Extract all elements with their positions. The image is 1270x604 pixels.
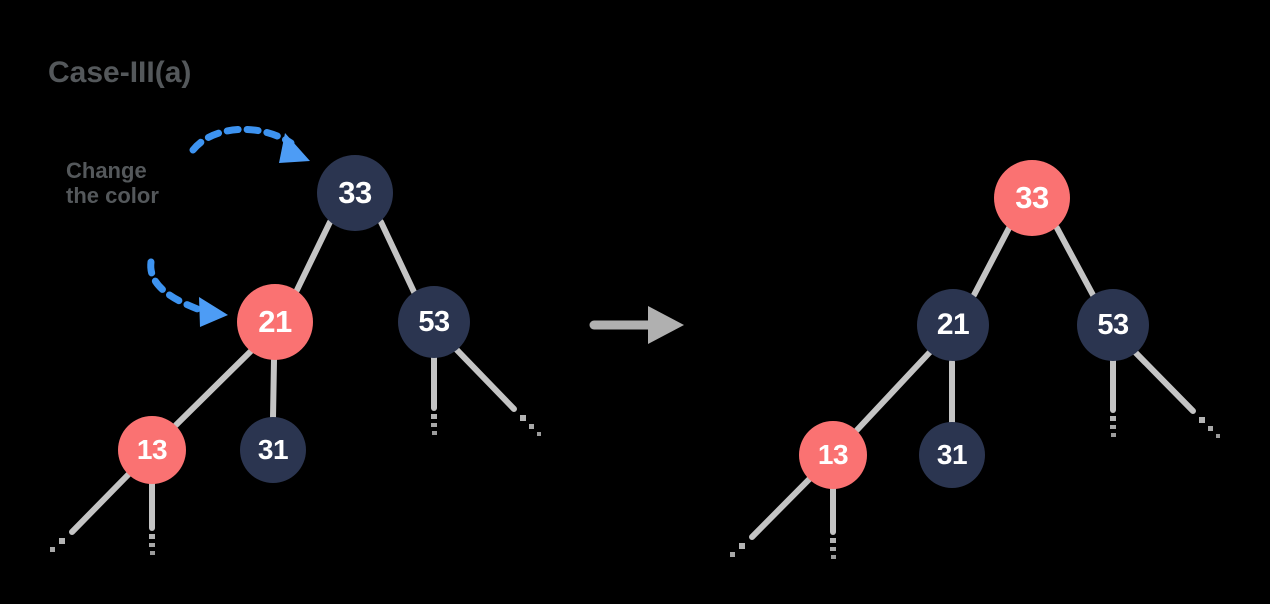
left-node-13-label: 13 bbox=[136, 434, 168, 465]
after-tree-edges bbox=[854, 225, 1096, 433]
left-node-21[interactable]: 21 bbox=[237, 284, 313, 360]
stub-r53-down-dot1 bbox=[1110, 416, 1116, 421]
right-node-13-label: 13 bbox=[817, 439, 849, 470]
edge-33-21 bbox=[294, 219, 333, 293]
stub-53-right-dot1 bbox=[520, 415, 526, 421]
change-the-color-note: Change the color bbox=[66, 158, 159, 209]
stub-53-down-dot3 bbox=[432, 431, 437, 435]
stub-r53-right-dot2 bbox=[1208, 426, 1213, 431]
stub-r13-left-dot1 bbox=[739, 543, 745, 549]
stub-r53-down-dot2 bbox=[1110, 425, 1116, 429]
arrow-to-root bbox=[189, 125, 310, 163]
arrow-to-node-21-curve bbox=[147, 258, 207, 315]
edge-21-13 bbox=[173, 347, 255, 428]
left-node-21-label: 21 bbox=[258, 304, 292, 339]
stub-r53-down-dot3 bbox=[1111, 433, 1116, 437]
edge-r33-r53 bbox=[1054, 225, 1096, 298]
stub-r53-right-dot3 bbox=[1216, 434, 1220, 438]
left-node-53[interactable]: 53 bbox=[398, 286, 470, 358]
transform-arrow bbox=[589, 306, 684, 344]
right-node-53-label: 53 bbox=[1097, 308, 1129, 341]
arrow-to-node-21 bbox=[147, 258, 228, 327]
left-node-33[interactable]: 33 bbox=[317, 155, 393, 231]
stub-r53-right-dot1 bbox=[1199, 417, 1205, 423]
right-node-31[interactable]: 31 bbox=[919, 422, 985, 488]
stub-r13-down-dot1 bbox=[830, 538, 836, 543]
stub-13-left-dot1 bbox=[59, 538, 65, 544]
edge-33-53 bbox=[378, 219, 417, 295]
left-node-31[interactable]: 31 bbox=[240, 417, 306, 483]
right-node-21[interactable]: 21 bbox=[917, 289, 989, 361]
arrow-to-node-21-head bbox=[199, 297, 228, 327]
stub-53-down-dot2 bbox=[431, 423, 437, 427]
right-node-13[interactable]: 13 bbox=[799, 421, 867, 489]
stub-53-right-solid bbox=[452, 345, 517, 412]
edge-21-31 bbox=[270, 357, 277, 421]
stub-r13-down-dot3 bbox=[831, 555, 836, 559]
stub-13-down-dot3 bbox=[150, 551, 155, 555]
left-node-33-label: 33 bbox=[338, 175, 372, 210]
stub-53-right-dot3 bbox=[537, 432, 541, 436]
arrow-to-root-curve bbox=[189, 125, 295, 154]
stub-13-down-dot1 bbox=[149, 534, 155, 539]
stub-r53-right-solid bbox=[1131, 348, 1196, 414]
left-node-31-label: 31 bbox=[257, 434, 289, 465]
stub-r13-down-dot2 bbox=[830, 547, 836, 551]
stub-53-down-dot1 bbox=[431, 414, 437, 419]
stub-13-left-dot2 bbox=[50, 547, 55, 552]
edge-r21-r13 bbox=[854, 349, 933, 433]
stub-r13-left-dot2 bbox=[730, 552, 735, 557]
before-tree-edges bbox=[173, 219, 417, 428]
left-node-53-label: 53 bbox=[418, 305, 450, 338]
stub-13-down-dot2 bbox=[149, 543, 155, 547]
page-title: Case-III(a) bbox=[48, 56, 192, 89]
arrow-to-root-head bbox=[279, 133, 310, 163]
left-node-13[interactable]: 13 bbox=[118, 416, 186, 484]
right-node-53[interactable]: 53 bbox=[1077, 289, 1149, 361]
right-node-31-label: 31 bbox=[936, 439, 968, 470]
stub-53-right-dot2 bbox=[529, 424, 534, 429]
transform-arrow-head bbox=[648, 306, 684, 344]
right-node-21-label: 21 bbox=[936, 308, 970, 341]
right-node-33[interactable]: 33 bbox=[994, 160, 1070, 236]
edge-r33-r21 bbox=[971, 225, 1012, 298]
right-node-33-label: 33 bbox=[1015, 180, 1049, 215]
